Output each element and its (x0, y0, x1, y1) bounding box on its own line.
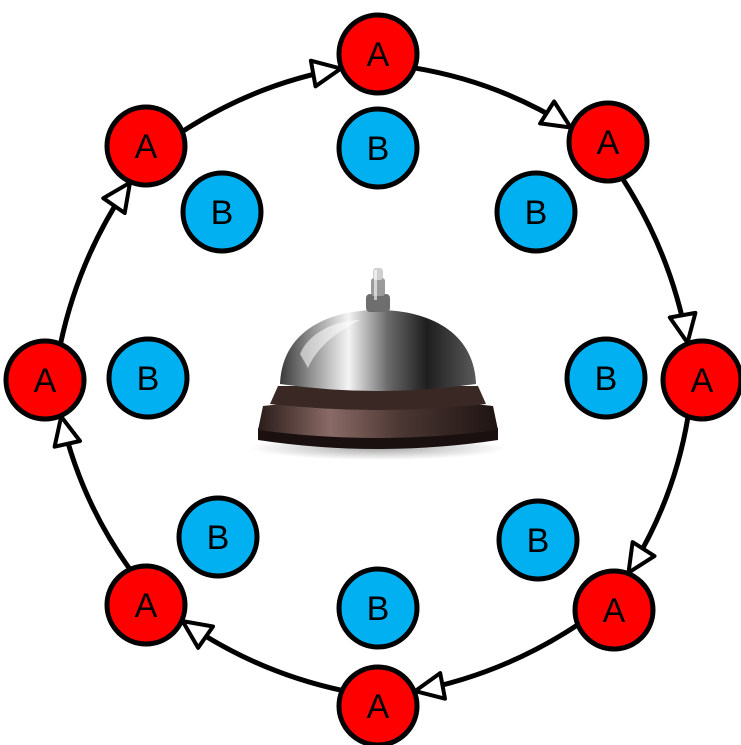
inner-node: B (496, 498, 580, 582)
inner-node-label: B (595, 360, 618, 398)
arrowhead (667, 310, 698, 345)
inner-node-label: B (211, 194, 234, 232)
outer-node-label: A (367, 688, 390, 726)
inner-node-label: B (367, 590, 390, 628)
outer-node: A (660, 338, 741, 422)
inner-node: B (106, 336, 190, 420)
outer-node-label: A (597, 124, 620, 162)
outer-nodes: A A A A A A A A (3, 12, 741, 745)
arrowhead (308, 58, 343, 89)
outer-node: A (3, 338, 87, 422)
outer-node: A (104, 563, 188, 647)
outer-node: A (336, 12, 420, 96)
arrowhead (180, 619, 215, 650)
inner-node: B (180, 170, 264, 254)
inner-node: B (176, 495, 260, 579)
outer-node-label: A (135, 128, 158, 166)
inner-node: B (564, 336, 648, 420)
arrowhead (101, 180, 132, 215)
arrowhead (626, 540, 657, 575)
inner-node-label: B (367, 130, 390, 168)
outer-node-label: A (34, 362, 57, 400)
outer-node-label: A (135, 587, 158, 625)
outer-node: A (566, 100, 650, 184)
inner-node-label: B (527, 522, 550, 560)
arrowhead (538, 99, 573, 130)
outer-node: A (104, 104, 188, 188)
inner-node-label: B (137, 360, 160, 398)
inner-node-label: B (207, 519, 230, 557)
inner-nodes: B B B B B B B B (106, 106, 648, 650)
outer-node-label: A (367, 36, 390, 74)
outer-node-label: A (603, 592, 626, 630)
inner-node: B (336, 106, 420, 190)
outer-node: A (336, 664, 420, 745)
inner-node: B (494, 170, 578, 254)
inner-node-label: B (525, 194, 548, 232)
inner-node: B (336, 566, 420, 650)
arrowhead (52, 414, 82, 449)
service-bell-icon (250, 268, 506, 460)
ring-arrows (52, 58, 698, 701)
arrowhead (413, 671, 447, 701)
outer-node-label: A (691, 362, 714, 400)
outer-node: A (572, 568, 656, 652)
